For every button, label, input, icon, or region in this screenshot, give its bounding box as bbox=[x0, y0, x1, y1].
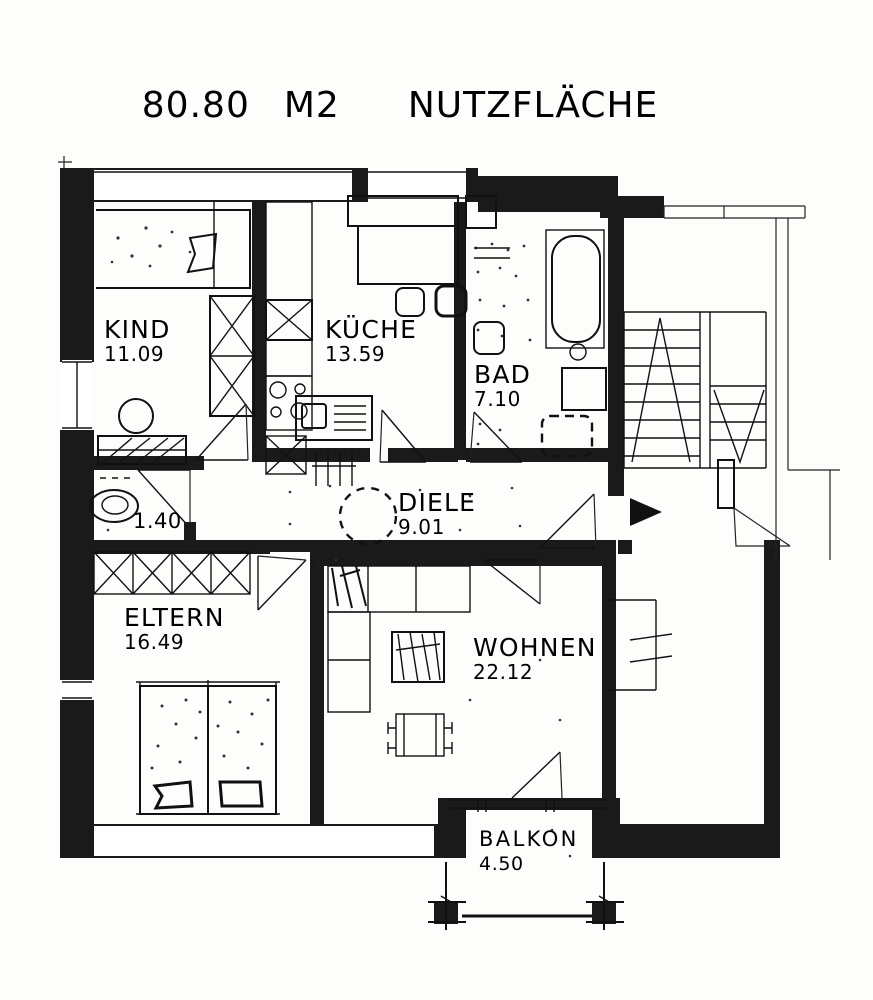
bathtub bbox=[545, 229, 605, 349]
door-kind bbox=[195, 403, 249, 461]
room-balkon bbox=[428, 798, 624, 930]
title-word: NUTZFLÄCHE bbox=[407, 85, 659, 126]
sofa bbox=[327, 565, 471, 713]
room-label-diele: DIELE 9.01 bbox=[398, 489, 476, 539]
door-wohnen bbox=[483, 559, 541, 605]
tall-cabinets bbox=[265, 201, 313, 377]
room-kueche bbox=[265, 195, 497, 486]
adjacent-unit-outline bbox=[663, 205, 840, 560]
room-area-balkon: 4.50 bbox=[479, 853, 524, 875]
wardrobe-closet bbox=[209, 295, 255, 417]
room-label-bad: BAD 7.10 bbox=[474, 361, 531, 411]
door-eltern bbox=[257, 555, 307, 611]
title-unit: M2 bbox=[283, 85, 340, 126]
balcony-railing bbox=[428, 862, 624, 930]
room-diele bbox=[288, 459, 791, 554]
room-name-wohnen: WOHNEN bbox=[473, 633, 597, 662]
room-area-eltern: 16.49 bbox=[124, 630, 185, 654]
room-label-balkon: BALKON 4.50 bbox=[479, 826, 579, 876]
balcony-door bbox=[511, 751, 563, 799]
room-name-bad: BAD bbox=[474, 360, 532, 389]
room-area-kind: 11.09 bbox=[104, 342, 165, 366]
entrance-door bbox=[717, 459, 791, 547]
room-label-kind: KIND 11.09 bbox=[104, 316, 171, 366]
title-area-value: 80.80 bbox=[141, 85, 250, 126]
room-name-eltern: ELTERN bbox=[124, 603, 225, 632]
window-openings bbox=[62, 170, 466, 856]
room-kind bbox=[96, 202, 255, 465]
room-eltern bbox=[93, 551, 307, 815]
entrance-arrow bbox=[630, 498, 662, 526]
toilet-wc bbox=[89, 489, 139, 523]
wash-basin bbox=[561, 343, 607, 411]
room-area-wohnen: 22.12 bbox=[473, 660, 534, 684]
kitchen-sink bbox=[395, 284, 468, 318]
room-area-wc: 1.40 bbox=[133, 509, 182, 533]
room-name-diele: DIELE bbox=[398, 488, 477, 517]
misc-marks bbox=[58, 156, 332, 572]
toilet bbox=[540, 414, 594, 458]
desk bbox=[97, 435, 187, 465]
kitchen-counter bbox=[347, 195, 497, 285]
page-title: 80.80 M2 NUTZFLÄCHE bbox=[92, 44, 658, 167]
round-table bbox=[118, 398, 154, 434]
room-bad bbox=[469, 229, 607, 463]
double-bed bbox=[136, 680, 280, 815]
refrigerator bbox=[295, 395, 373, 441]
room-area-diele: 9.01 bbox=[398, 515, 445, 539]
door-bad bbox=[469, 411, 523, 463]
door-kueche bbox=[379, 409, 427, 463]
room-label-kueche: KÜCHE 13.59 bbox=[325, 316, 417, 366]
dining-table bbox=[387, 713, 453, 757]
wardrobe-closet-eltern bbox=[93, 551, 251, 595]
wardrobe-closet-kueche bbox=[265, 435, 307, 475]
dashed-circle-diele bbox=[338, 486, 398, 546]
room-wohnen bbox=[327, 558, 673, 799]
room-area-kueche: 13.59 bbox=[325, 342, 386, 366]
room-label-wohnen: WOHNEN 22.12 bbox=[473, 634, 597, 684]
staircase bbox=[623, 311, 767, 469]
room-area-bad: 7.10 bbox=[474, 387, 521, 411]
room-name-kueche: KÜCHE bbox=[325, 315, 418, 344]
room-name-balkon: BALKON bbox=[479, 827, 579, 851]
room-wc bbox=[89, 469, 196, 540]
armchair bbox=[391, 631, 445, 683]
window-wohnen bbox=[608, 599, 673, 691]
room-name-kind: KIND bbox=[104, 315, 171, 344]
single-bed bbox=[96, 202, 251, 289]
room-label-eltern: ELTERN 16.49 bbox=[124, 604, 225, 654]
